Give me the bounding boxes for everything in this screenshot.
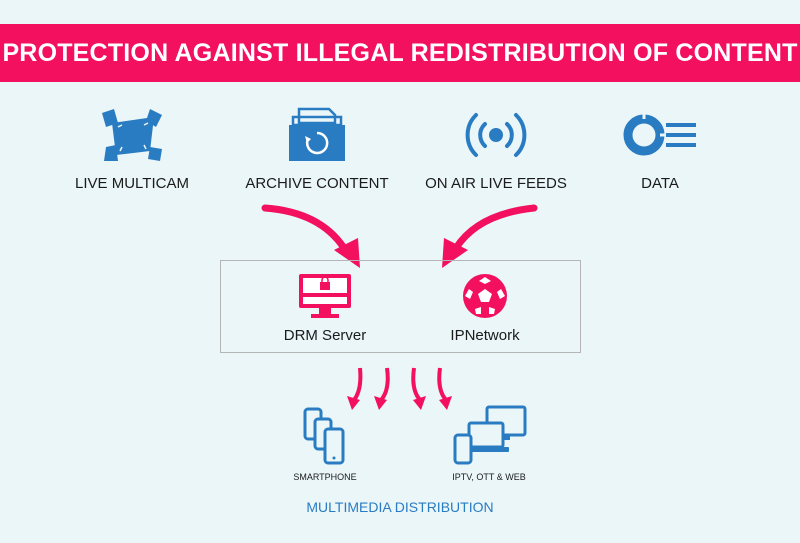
node-drm-server: DRM Server [245,271,405,344]
page-title: PROTECTION AGAINST ILLEGAL REDISTRIBUTIO… [2,38,798,67]
drm-monitor-icon [299,274,351,318]
arrow-distribution-3 [411,367,422,402]
devices-icon [453,405,527,465]
source-label: ON AIR LIVE FEEDS [425,175,567,192]
multimedia-distribution-label: MULTIMEDIA DISTRIBUTION [306,499,494,515]
source-archive-content: ARCHIVE CONTENT [237,105,397,192]
multicam-icon [102,109,162,161]
destination-label: SMARTPHONE [293,472,357,482]
broadcast-icon [465,113,527,157]
source-data: DATA [580,105,740,192]
arrow-distribution-4 [437,367,448,402]
source-label: DATA [641,175,679,192]
destination-iptv-ott-web: IPTV, OTT & WEB [414,405,564,482]
source-live-multicam: LIVE MULTICAM [52,105,212,192]
smartphones-icon [303,407,345,465]
source-label: LIVE MULTICAM [75,175,189,192]
node-ipnetwork: IPNetwork [405,271,565,344]
arrow-distribution-2 [379,367,390,402]
arrow-feeds-to-network [452,204,538,252]
archive-icon [289,107,345,161]
source-label: ARCHIVE CONTENT [245,175,389,192]
data-icon [623,111,696,156]
soccer-ball-icon [463,274,507,318]
destination-label: IPTV, OTT & WEB [452,472,526,482]
title-banner: PROTECTION AGAINST ILLEGAL REDISTRIBUTIO… [0,24,800,82]
hub-box: DRM Server IPNetwork [220,260,581,353]
arrow-distribution-1 [352,367,363,402]
arrow-archive-to-drm [261,204,348,252]
node-label: IPNetwork [450,327,520,344]
node-label: DRM Server [283,327,367,344]
source-on-air-live-feeds: ON AIR LIVE FEEDS [416,105,576,192]
destination-smartphone: SMARTPHONE [250,405,400,482]
